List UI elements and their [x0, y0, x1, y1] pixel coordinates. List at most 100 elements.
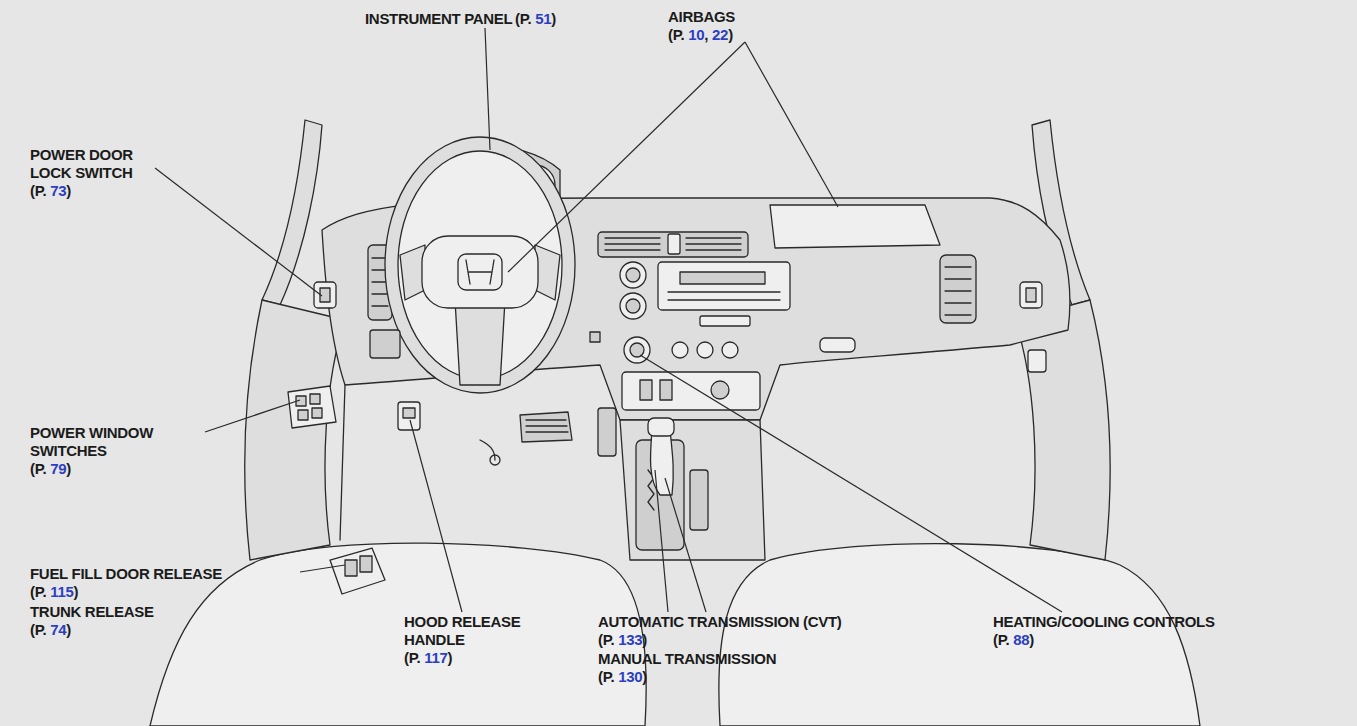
parking-brake: [690, 470, 708, 530]
page-number: 10: [688, 26, 704, 43]
label-text: AUTOMATIC TRANSMISSION (CVT): [598, 613, 842, 630]
steering-hub: [422, 236, 538, 308]
label-text: (P.: [993, 631, 1013, 648]
switch-panel: [590, 332, 600, 342]
label-text: (P.: [30, 583, 50, 600]
label-text: (P.: [30, 460, 50, 477]
honda-logo: [458, 254, 502, 290]
label-text: FUEL FILL DOOR RELEASE: [30, 565, 222, 582]
leader-line: [745, 42, 838, 207]
page-reference: (P. 79): [30, 460, 71, 478]
center-vent: [598, 232, 748, 257]
window-switch: [298, 410, 308, 420]
climate-button: [672, 342, 688, 358]
honda-logo: [466, 260, 494, 284]
callout-label: POWER WINDOW SWITCHES: [30, 424, 165, 460]
label-text: HOOD RELEASE HANDLE: [404, 613, 520, 648]
page-reference: (P. 115): [30, 583, 78, 601]
page-reference: (P. 74): [30, 621, 71, 639]
label-text: ): [74, 583, 79, 600]
callout-label: HOOD RELEASE HANDLE: [404, 613, 529, 649]
label-text: (P.: [30, 182, 50, 199]
air-vent: [940, 255, 976, 323]
climate-knob: [620, 293, 646, 319]
page-number: 74: [50, 621, 66, 638]
page-number: 73: [50, 182, 66, 199]
page-number: 88: [1013, 631, 1029, 648]
page-number: 117: [424, 649, 447, 666]
audio-unit: [658, 262, 790, 310]
label-text: (P.: [30, 621, 50, 638]
fuel-trunk-release: [330, 548, 385, 594]
callout-label: FUEL FILL DOOR RELEASE: [30, 565, 222, 583]
label-text: ): [642, 668, 647, 685]
vent-slats: [945, 267, 971, 315]
brake-pedal: [520, 412, 572, 442]
window-switch: [1028, 350, 1046, 372]
cassette-slot: [680, 272, 765, 284]
glovebox-latch: [820, 338, 855, 352]
label-text: ): [728, 26, 733, 43]
leader-line: [665, 478, 706, 612]
audio-buttons: [700, 316, 750, 326]
callout-label: POWER DOOR LOCK SWITCH: [30, 146, 150, 182]
window-switch: [312, 408, 322, 418]
callout-label: AIRBAGS: [668, 8, 735, 26]
left-door-panel: [245, 300, 345, 560]
label-text: (P.: [598, 631, 618, 648]
window-switch-panel: [288, 386, 336, 428]
label-text: MANUAL TRANSMISSION: [598, 650, 776, 667]
passenger-airbag-cover: [770, 205, 940, 248]
label-text: POWER DOOR LOCK SWITCH: [30, 146, 133, 181]
window-switch: [310, 394, 320, 404]
label-text: (P.: [668, 26, 688, 43]
door-handle: [1020, 282, 1042, 308]
footwell: [490, 455, 500, 465]
label-text: ): [642, 631, 647, 648]
steering-wheel: [385, 137, 575, 393]
label-text: AIRBAGS: [668, 8, 735, 25]
audio-buttons: [668, 292, 780, 300]
label-text: ,: [704, 26, 712, 43]
accelerator-pedal: [598, 408, 616, 456]
callout-label: INSTRUMENT PANEL: [365, 10, 512, 28]
release-lever: [345, 560, 357, 576]
page-reference: (P. 10, 22): [668, 26, 733, 44]
label-text: (P.: [404, 649, 424, 666]
hood-release: [398, 402, 420, 430]
label-text: (P.: [515, 10, 535, 27]
label-text: (P.: [598, 668, 618, 685]
hazard-switch: [668, 234, 680, 254]
pedal-ribs: [526, 420, 568, 432]
label-text: ): [66, 621, 71, 638]
label-text: POWER WINDOW SWITCHES: [30, 424, 153, 459]
passenger-seat: [719, 544, 1200, 726]
callout-label: TRUNK RELEASE: [30, 603, 154, 621]
page-number: 51: [535, 10, 551, 27]
shift-knob: [648, 418, 674, 436]
label-text: TRUNK RELEASE: [30, 603, 154, 620]
page-number: 130: [618, 668, 642, 685]
power-outlet: [711, 381, 729, 399]
hood-release: [403, 408, 415, 418]
leader-line: [640, 355, 1062, 612]
callout-label: AUTOMATIC TRANSMISSION (CVT): [598, 613, 842, 631]
page-reference: (P. 88): [993, 631, 1034, 649]
label-text: ): [66, 460, 71, 477]
page-reference: (P. 51): [515, 10, 556, 28]
leader-line: [155, 168, 322, 296]
driver-seat: [150, 543, 646, 726]
leader-line: [205, 400, 300, 432]
page-reference: (P. 130): [598, 668, 647, 686]
leader-line: [300, 565, 345, 572]
climate-knob: [630, 343, 644, 357]
console-switch: [660, 380, 672, 400]
shift-lever: [650, 430, 673, 495]
label-text: ): [448, 649, 453, 666]
page-number: 115: [50, 583, 73, 600]
door-handle: [1026, 288, 1036, 302]
page-number: 133: [618, 631, 642, 648]
left-pillar: [262, 120, 322, 305]
